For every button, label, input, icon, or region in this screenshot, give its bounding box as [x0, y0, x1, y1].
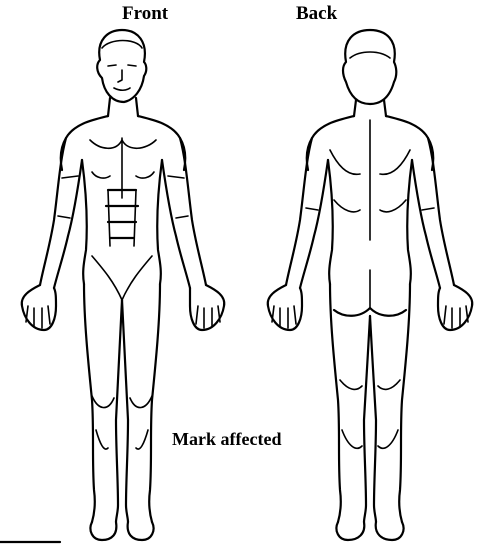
front-body-icon[interactable]: [22, 30, 225, 540]
back-body-icon[interactable]: [268, 30, 473, 540]
